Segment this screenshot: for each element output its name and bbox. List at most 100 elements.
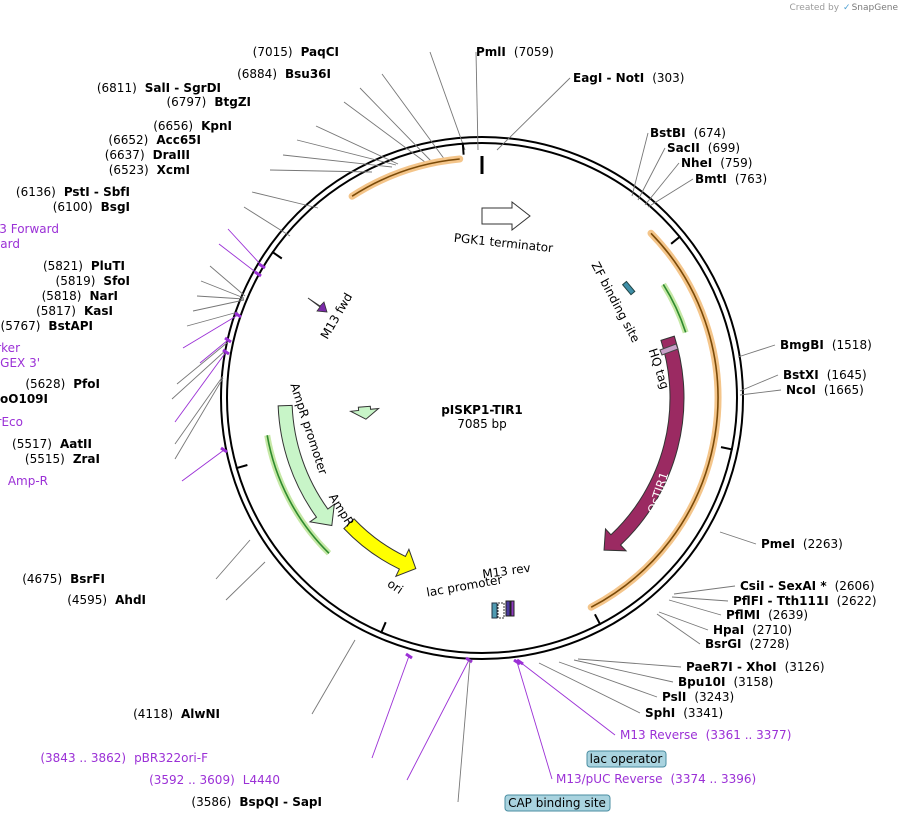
site-name: PflMI bbox=[726, 608, 760, 622]
site-leader-line bbox=[577, 658, 682, 668]
site-position: (3374 .. 3396) bbox=[671, 772, 757, 786]
site-name: NcoI bbox=[786, 383, 816, 397]
site-position: (5817) bbox=[36, 304, 76, 318]
site-name: KpnI bbox=[201, 119, 232, 133]
feature-label-zf-binding-site: ZF binding site bbox=[588, 259, 642, 344]
site-name: M13 Forward bbox=[0, 222, 59, 236]
site-position: (759) bbox=[720, 156, 752, 170]
enzyme-label: (4118)AlwNI bbox=[133, 707, 220, 721]
orf-arc-right bbox=[590, 232, 719, 608]
site-name: BstXI bbox=[783, 368, 819, 382]
site-name: SphI bbox=[645, 706, 675, 720]
site-name: BstAPI bbox=[48, 319, 93, 333]
site-position: (674) bbox=[694, 126, 726, 140]
site-leader-line bbox=[737, 344, 776, 358]
site-position: (5767) bbox=[1, 319, 41, 333]
site-position: (2263) bbox=[803, 537, 843, 551]
m13-rev-mark bbox=[505, 600, 511, 617]
enzyme-label: (6656)KpnI bbox=[153, 119, 232, 133]
site-name: PmeI bbox=[761, 537, 795, 551]
site-leader-line bbox=[637, 147, 666, 201]
site-position: (3341) bbox=[683, 706, 723, 720]
primer-site-mark bbox=[254, 270, 262, 278]
site-leader-line bbox=[429, 51, 466, 151]
site-position: (5517) bbox=[12, 437, 52, 451]
site-leader-line bbox=[225, 561, 266, 601]
enzyme-label: (6523)XcmI bbox=[109, 163, 190, 177]
enzyme-label: CsiI - SexAI *(2606) bbox=[740, 579, 875, 593]
enzyme-label: PaeR7I - XhoI(3126) bbox=[686, 660, 825, 674]
site-position: (3158) bbox=[733, 675, 773, 689]
enzyme-label: SacII(699) bbox=[667, 141, 740, 155]
enzyme-label: PflFI - Tth111I(2622) bbox=[733, 594, 877, 608]
ampr-arrow bbox=[277, 404, 335, 527]
site-position: (6100) bbox=[53, 200, 93, 214]
cap-binding-site-box: CAP binding site bbox=[504, 794, 611, 812]
primer-label: M13/pUC Reverse (3374 .. 3396) bbox=[556, 772, 756, 786]
site-name: PluTI bbox=[91, 259, 125, 273]
enzyme-label: SphI (3341) bbox=[645, 706, 723, 720]
site-leader-line bbox=[171, 349, 227, 400]
site-name: PmlI bbox=[476, 45, 506, 59]
site-leaders bbox=[171, 51, 782, 803]
site-name: pGEX 3' bbox=[0, 356, 40, 370]
primer-label: (5145 .. 5164)Amp-R bbox=[0, 474, 48, 488]
site-position: (3126) bbox=[785, 660, 825, 674]
enzyme-label: BstXI(1645) bbox=[783, 368, 867, 382]
site-leader-line bbox=[658, 611, 709, 631]
site-position: (4595) bbox=[67, 593, 107, 607]
site-position: (2710) bbox=[752, 623, 792, 637]
site-leader-line bbox=[381, 73, 446, 161]
enzyme-label: PslI (3243) bbox=[662, 690, 734, 704]
green-arc-hq bbox=[662, 283, 687, 333]
primer-site-mark bbox=[224, 336, 232, 344]
enzyme-label: (5628)PfoI bbox=[25, 377, 100, 391]
site-position: (4118) bbox=[133, 707, 173, 721]
enzyme-label: (5515)ZraI bbox=[25, 452, 100, 466]
primer-label: (3592 .. 3609)L4440 bbox=[149, 773, 280, 787]
feature-shapes bbox=[264, 155, 722, 619]
site-position: (5818) bbox=[42, 289, 82, 303]
site-leader-line bbox=[192, 299, 245, 312]
site-name: BspQI - SapI bbox=[239, 795, 322, 809]
site-name: pRS-marker bbox=[0, 341, 20, 355]
site-leader-line bbox=[457, 659, 471, 803]
site-leader-line bbox=[227, 228, 263, 267]
site-name: PflFI - Tth111I bbox=[733, 594, 829, 608]
site-leader-line bbox=[496, 77, 571, 151]
site-name: EagI - NotI bbox=[573, 71, 644, 85]
site-leader-line bbox=[371, 655, 410, 759]
zf-binding-site-mark bbox=[621, 280, 636, 296]
enzyme-label: NcoI(1665) bbox=[786, 383, 864, 397]
enzyme-label: PmlI(7059) bbox=[476, 45, 554, 59]
site-name: Bsu36I bbox=[285, 67, 331, 81]
site-leader-line bbox=[199, 339, 229, 364]
primer-label: (5733 .. 5752)pRS-marker bbox=[0, 341, 20, 355]
primer-label: (3843 .. 3862)pBR322ori-F bbox=[40, 751, 208, 765]
ostir1-arrow bbox=[603, 335, 685, 552]
site-leader-line bbox=[215, 539, 251, 580]
enzyme-label: (6100)BsgI bbox=[53, 200, 130, 214]
site-leader-line bbox=[311, 639, 356, 715]
site-leader-line bbox=[182, 314, 239, 349]
pgk1-terminator-arrow bbox=[481, 200, 531, 232]
cap-site-mark bbox=[491, 602, 498, 619]
site-name: NarI bbox=[89, 289, 118, 303]
site-leader-line bbox=[558, 661, 658, 698]
site-name: PslI bbox=[662, 690, 686, 704]
credit-brand: SnapGene bbox=[852, 3, 899, 13]
site-name: KasI bbox=[84, 304, 113, 318]
enzyme-label: PmeI (2263) bbox=[761, 537, 843, 551]
site-position: (6637) bbox=[105, 148, 145, 162]
scale-ticks: 1000200030004000500060007000 bbox=[235, 142, 733, 634]
enzyme-label: (6637)DraIII bbox=[105, 148, 190, 162]
site-position: (5821) bbox=[43, 259, 83, 273]
site-leader-line bbox=[673, 585, 736, 595]
site-position: (1518) bbox=[832, 338, 872, 352]
site-name: CsiI - SexAI * bbox=[740, 579, 827, 593]
site-name: M13/pUC Reverse bbox=[556, 772, 663, 786]
site-position: (2639) bbox=[768, 608, 808, 622]
site-position: (3243) bbox=[694, 690, 734, 704]
feature-label-ori: ori bbox=[385, 577, 406, 597]
site-name: Amp-R bbox=[8, 474, 48, 488]
